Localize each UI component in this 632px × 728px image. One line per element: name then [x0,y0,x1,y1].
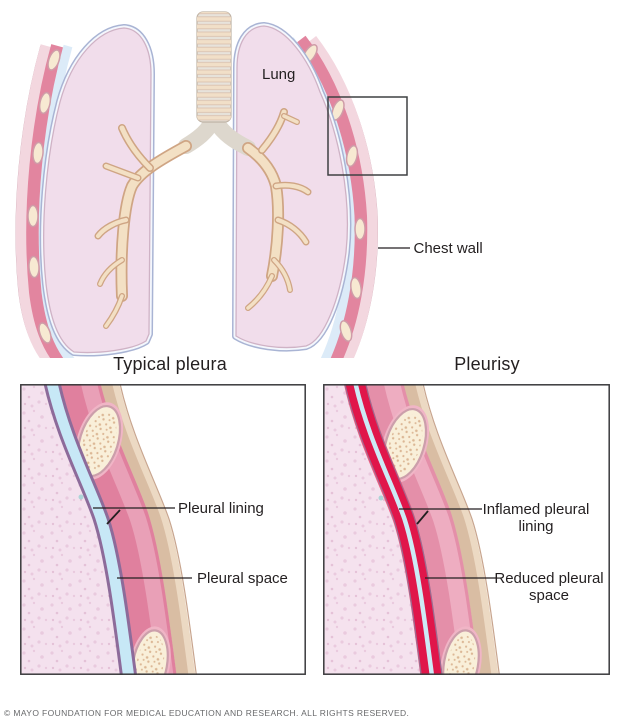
rib-top-typical [74,402,124,480]
lung-tissue-pleurisy [323,384,424,675]
inset-indicator-box [327,96,408,176]
chest-wall-left [15,44,75,358]
pleura-layers-typical [43,384,138,675]
pleural-lining-label: Pleural lining [178,500,264,517]
lung-tissue-typical [20,384,121,675]
reduced-pleural-space-label-line1: Reduced pleural [494,570,603,587]
panel-title-typical-pleura: Typical pleura [113,354,227,374]
chest-wall-right [286,35,379,358]
rib-bottom-typical [129,626,171,675]
bronchial-tree-right [206,108,312,311]
rib-cross-sections-right [302,44,366,342]
typical-pleura-panel: Pleural lining Pleural space [20,384,306,675]
pleural-lining-pointer-slash [106,509,121,525]
inflamed-pleural-lining-label-line2: lining [518,518,553,535]
copyright-notice: © MAYO FOUNDATION FOR MEDICAL EDUCATION … [4,708,410,718]
trachea [196,11,232,123]
panel-title-pleurisy: Pleurisy [454,354,520,374]
pleural-space-label: Pleural space [197,570,288,587]
rib-cross-sections-left [27,49,61,344]
panel-border-typical [20,384,306,675]
lung-label: Lung [262,66,295,83]
rib-bottom-pleurisy [440,626,482,675]
reduced-pleural-space-label-line2: space [529,587,569,604]
chest-wall-label: Chest wall [414,240,483,257]
bronchial-tree-left [94,110,222,329]
inflamed-pleura-layers [343,384,443,675]
panel-border-pleurisy [323,384,610,675]
lungs-overview-illustration: Lung Chest wall [15,11,483,358]
inflamed-lining-pointer-slash [416,510,429,525]
pleurisy-panel: Inflamed pleural lining Reduced pleural … [323,384,610,675]
inflamed-pleural-lining-label-line1: Inflamed pleural [483,501,590,518]
